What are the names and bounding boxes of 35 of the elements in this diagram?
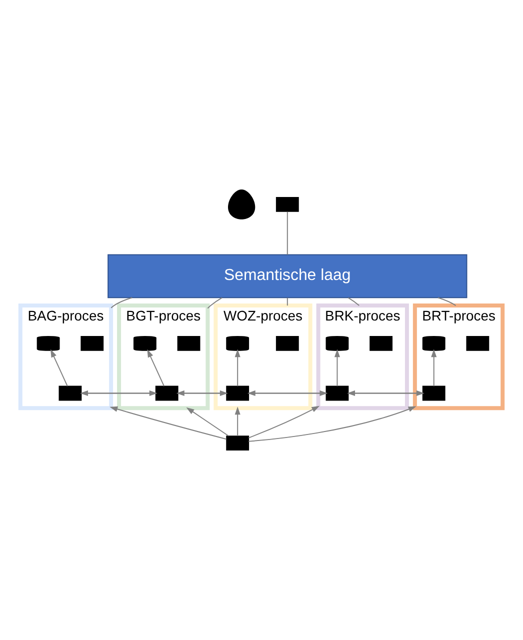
node-box: [226, 386, 250, 401]
node-box: [58, 386, 82, 401]
node-box: [276, 336, 299, 351]
arrow: [334, 349, 340, 387]
cluster: BRT-proces: [412, 304, 505, 410]
node-box: [226, 436, 250, 451]
arrow: [234, 406, 240, 436]
arrow: [431, 349, 437, 387]
node-box: [177, 336, 200, 351]
connector: [110, 297, 133, 308]
connector: [348, 297, 360, 306]
arrow: [234, 349, 240, 387]
node-box: [276, 196, 299, 212]
node-box: [155, 386, 178, 401]
node-box: [80, 336, 104, 351]
cluster: BGT-proces: [117, 304, 210, 410]
node-box: [326, 386, 349, 401]
node-box: [422, 386, 446, 401]
cluster: BAG-proces: [18, 304, 114, 410]
node-person: [228, 189, 256, 220]
connector: [286, 211, 288, 256]
connector: [437, 297, 456, 306]
connector: [286, 297, 288, 306]
cluster: BRK-proces: [316, 304, 409, 410]
arrow: [248, 406, 416, 442]
node-box: Semantische laag: [108, 254, 468, 298]
cluster: WOZ-proces: [214, 304, 312, 410]
arrow: [110, 406, 227, 440]
connector: [207, 297, 222, 309]
arrow: [248, 406, 320, 438]
arrow: [186, 407, 229, 436]
node-box: [466, 336, 490, 351]
arrow: [147, 349, 165, 387]
node-box: [370, 336, 393, 351]
arrow: [50, 349, 68, 387]
